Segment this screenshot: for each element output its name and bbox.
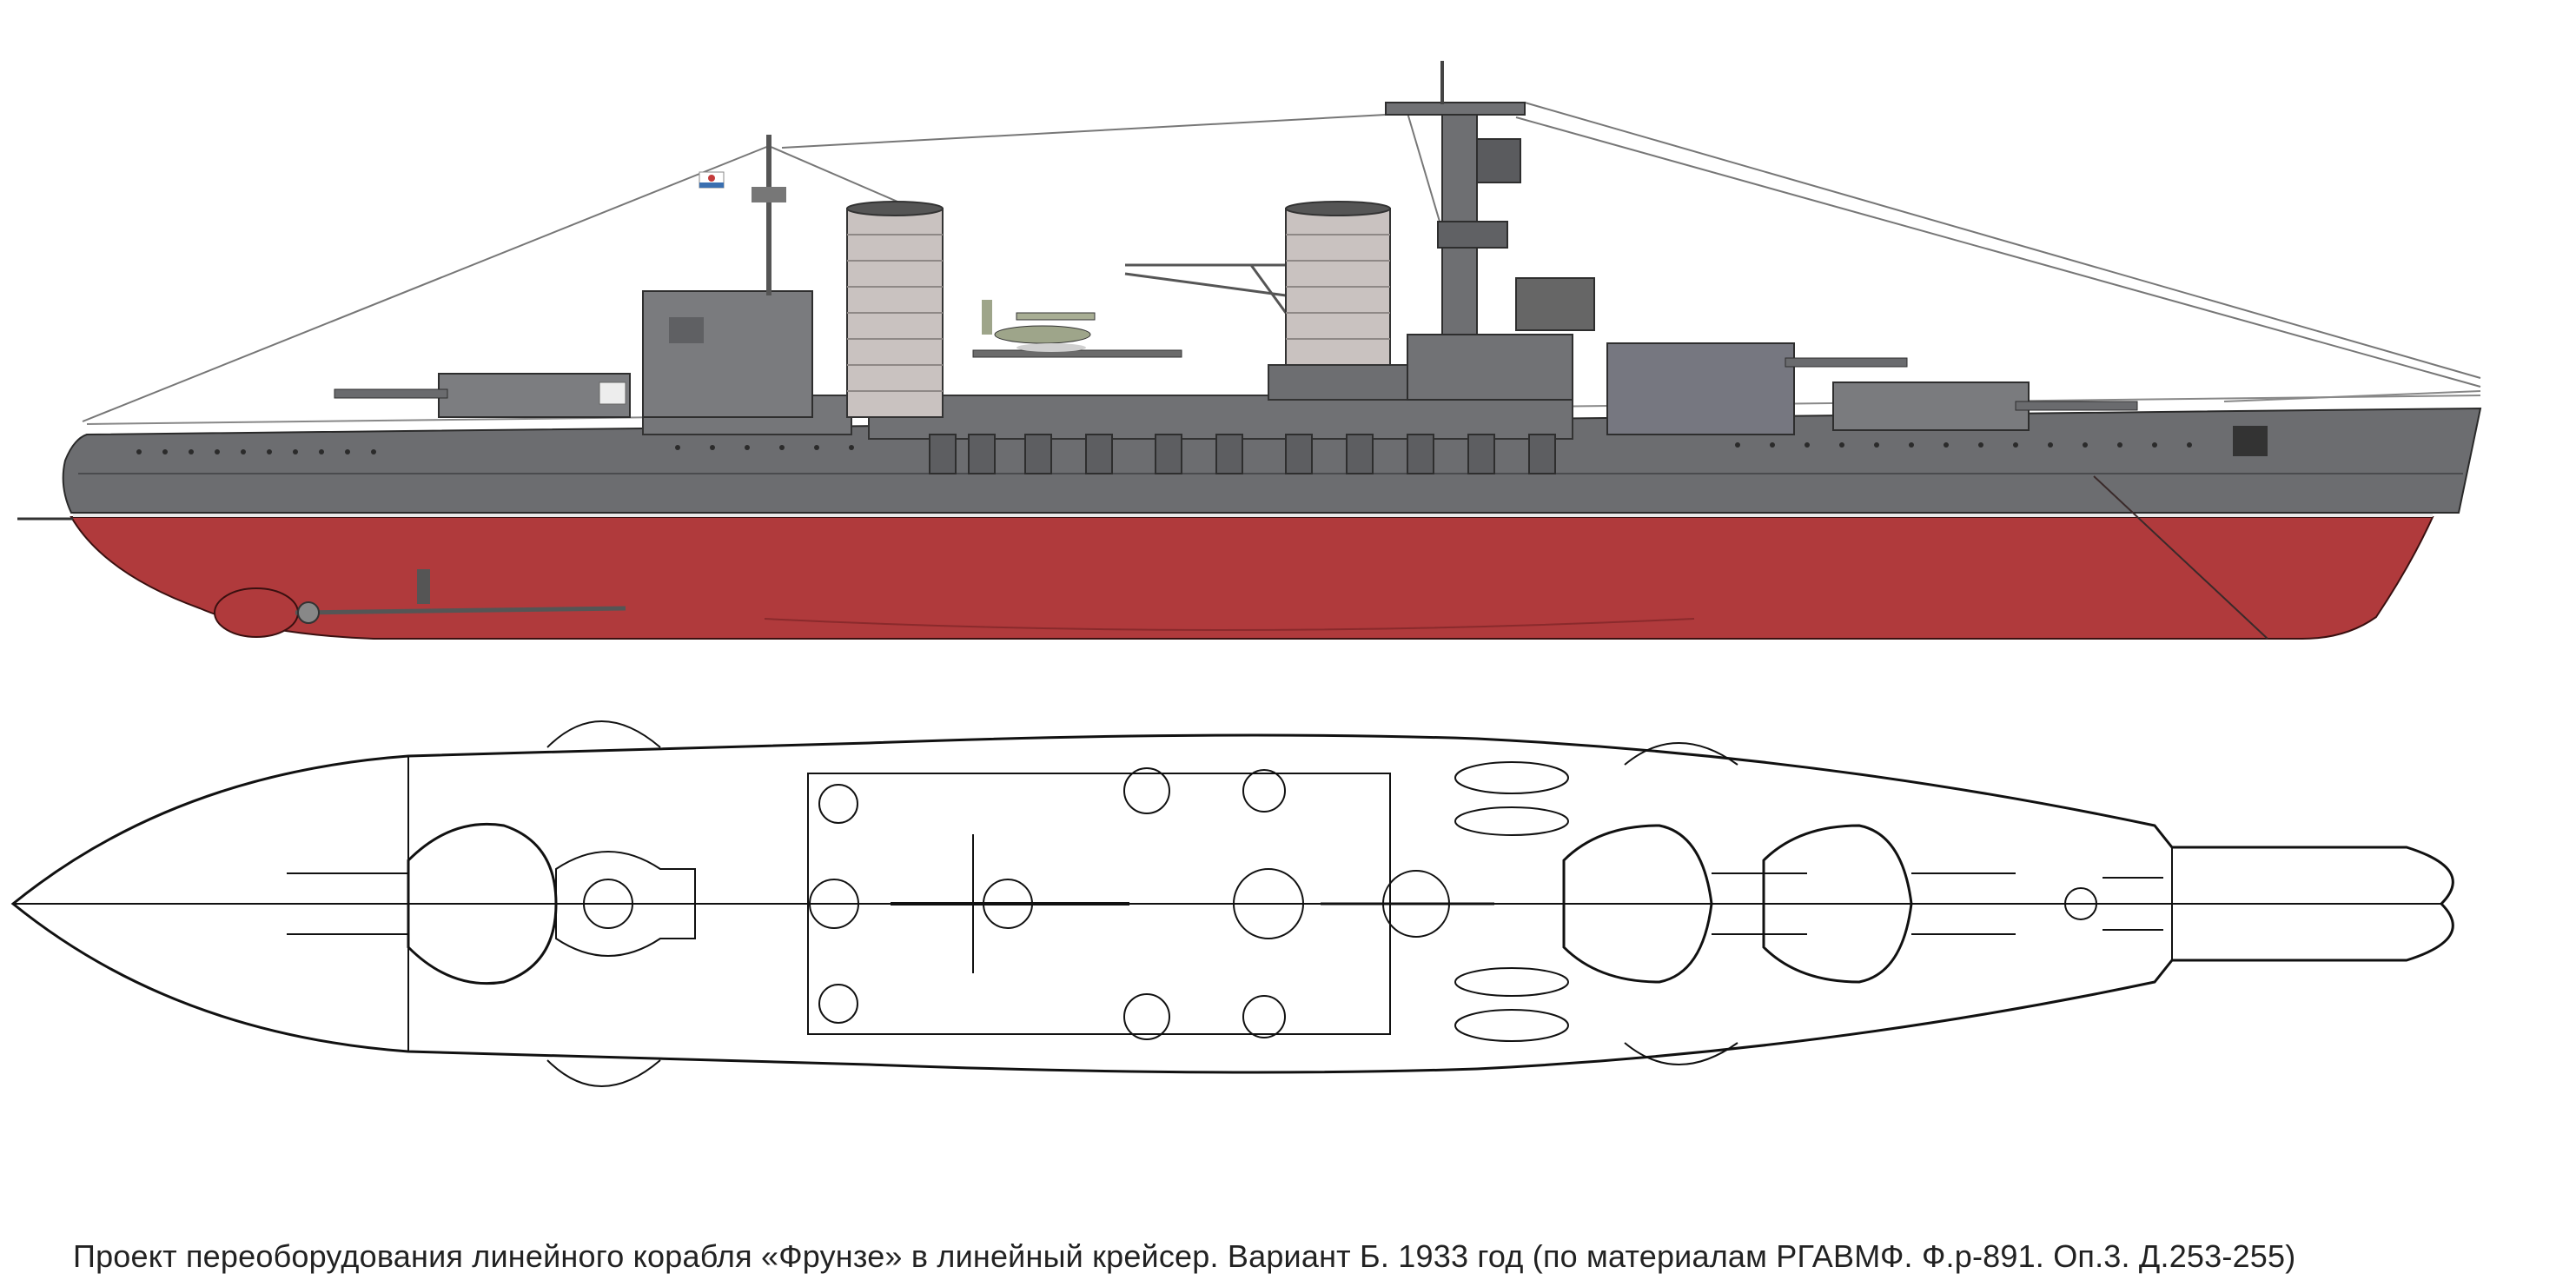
forward-funnel	[1268, 201, 1408, 401]
hull-lower-red	[70, 516, 2434, 640]
forward-control-tower	[1385, 61, 1595, 401]
forward-main-turret-1	[1606, 342, 1908, 435]
anchor	[2233, 426, 2268, 456]
aft-main-turret	[334, 373, 631, 418]
aft-funnel	[846, 201, 944, 418]
aft-control-tower	[642, 290, 813, 418]
boot-topping-line	[73, 512, 2433, 517]
propeller-and-rudder	[214, 569, 626, 638]
seaplane-icon	[972, 300, 1182, 358]
plan-secondary-mounts	[818, 767, 1286, 1040]
plan-midship-block	[807, 773, 1391, 1035]
rigging-lines	[82, 102, 2481, 422]
forward-main-turret-2	[1832, 381, 2138, 431]
plan-forward-turret-2	[1762, 824, 1913, 984]
figure-caption: Проект переоборудования линейного корабл…	[73, 1238, 2296, 1274]
plan-view	[10, 720, 2454, 1087]
midship-superstructure	[868, 395, 1573, 440]
portholes	[136, 442, 2192, 454]
plan-boats	[1454, 761, 1569, 1042]
secondary-gun-casemates	[929, 434, 1556, 474]
plan-forward-turret-1	[1562, 824, 1713, 984]
naval-ensign-icon	[699, 171, 725, 189]
side-profile	[17, 61, 2482, 640]
aircraft-crane	[1124, 263, 1288, 314]
